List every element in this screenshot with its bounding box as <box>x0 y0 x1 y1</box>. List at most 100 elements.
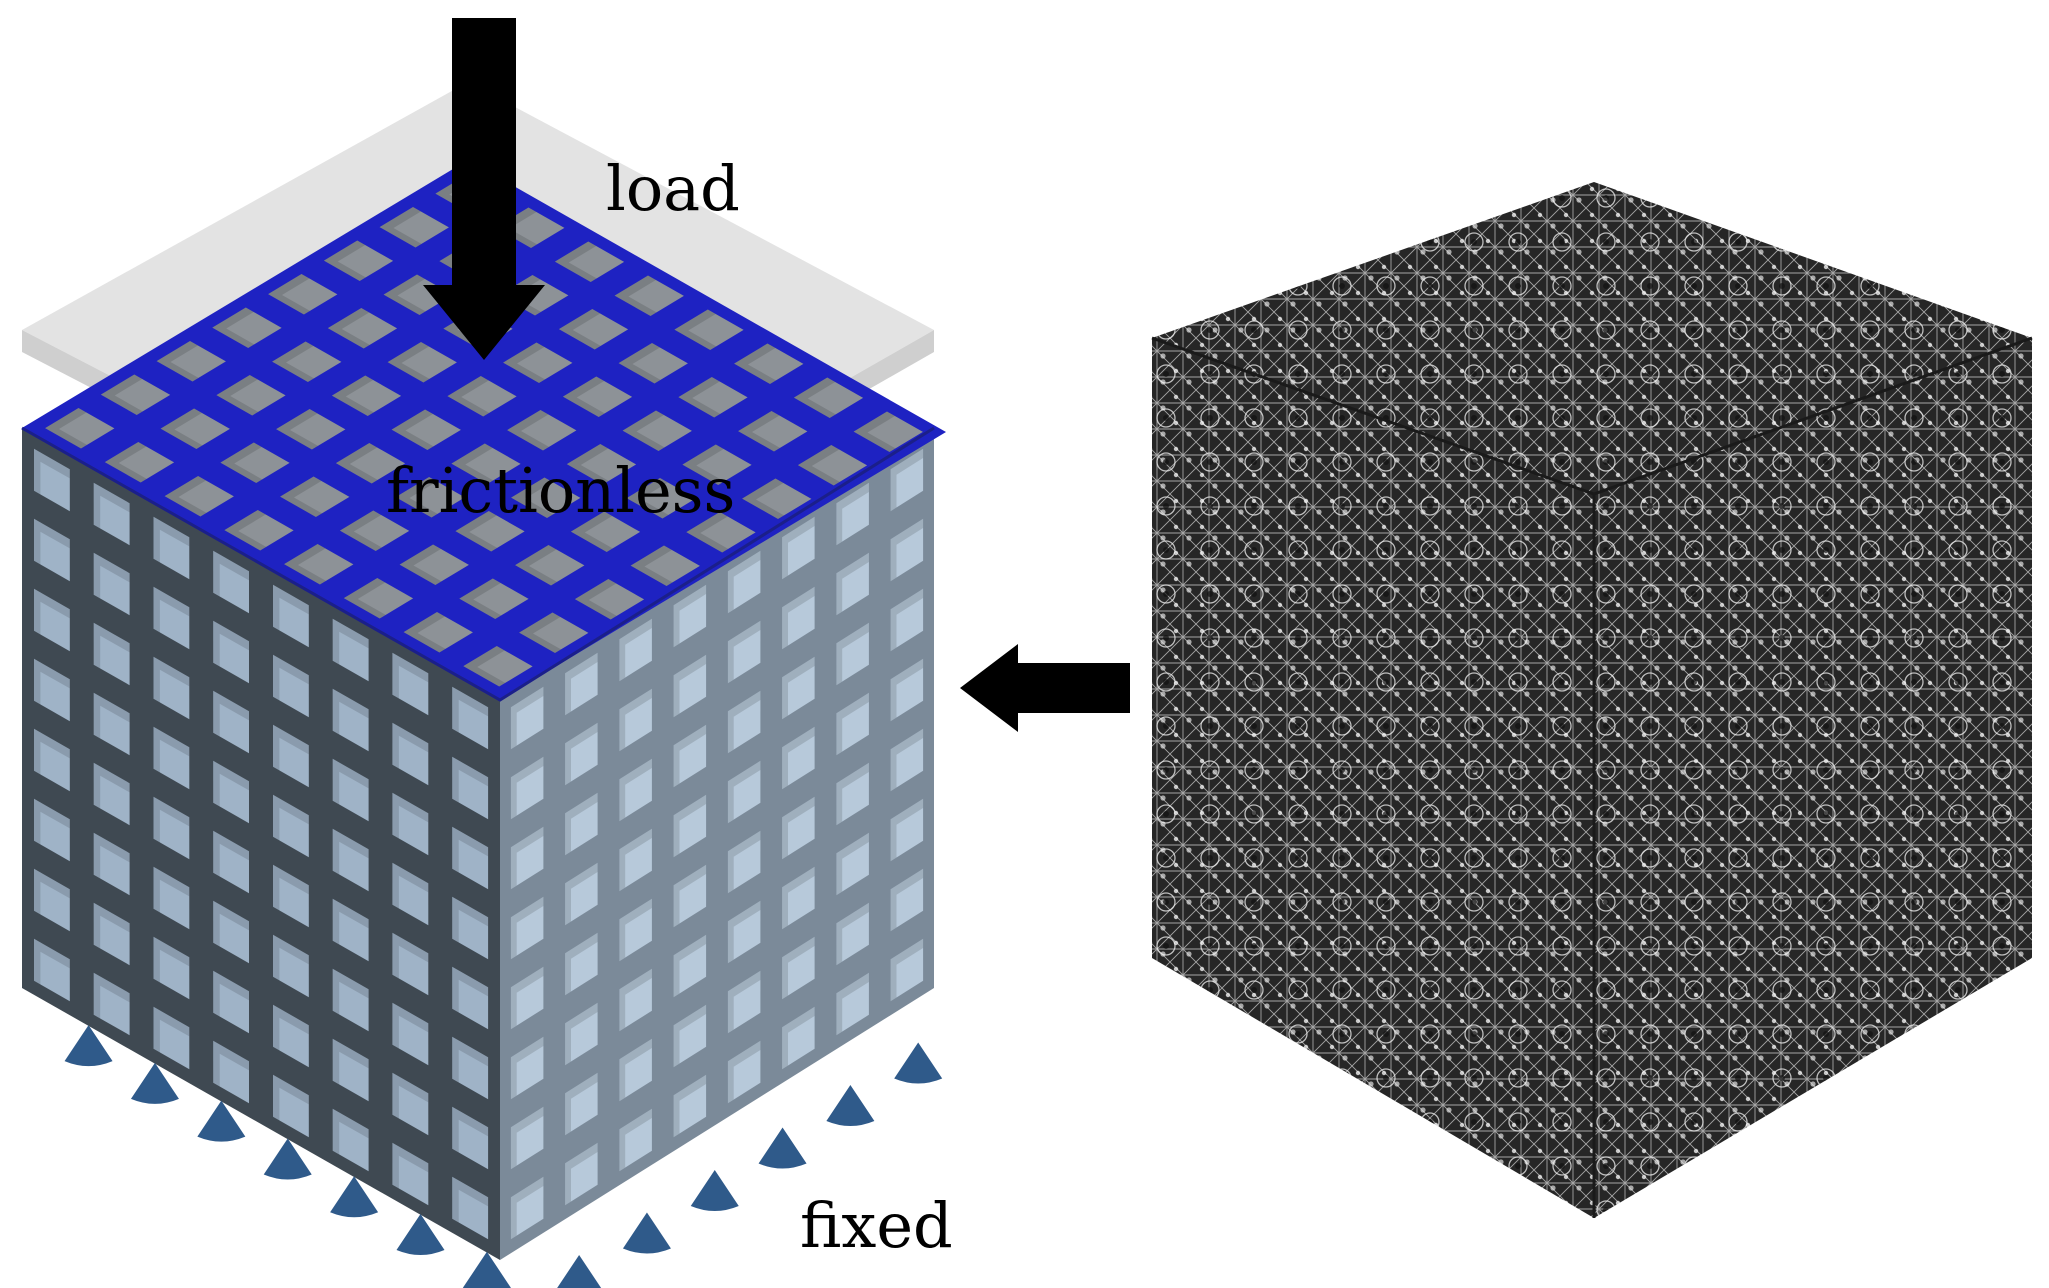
left-face-cell <box>34 448 70 512</box>
left-face-cell-shadow <box>34 868 70 915</box>
right-face-cell-shadow <box>673 864 707 928</box>
top-face-cell <box>379 207 449 248</box>
label-fixed: fixed <box>800 1189 953 1262</box>
left-face-cell <box>452 966 489 1030</box>
right-face-cell <box>565 652 598 716</box>
right-face-cell <box>782 726 815 790</box>
top-face-cell <box>387 342 457 383</box>
right-face-cell-shadow <box>510 896 544 960</box>
left-face-cell-shadow <box>332 828 369 875</box>
right-face-cell <box>673 934 707 998</box>
top-face-cell-shadow <box>738 411 780 452</box>
left-face-cell-shadow <box>153 726 190 773</box>
top-face-cell <box>674 309 744 350</box>
top-face-cell-shadow <box>455 511 498 552</box>
right-face-cell <box>727 830 761 894</box>
label-frictionless: frictionless <box>386 454 735 527</box>
right-face-cell <box>890 588 924 652</box>
top-face-cell-shadow <box>797 445 840 486</box>
top-face-cell-shadow <box>678 377 721 418</box>
right-face-cell-shadow <box>673 794 707 858</box>
right-face-cell <box>782 586 815 650</box>
right-face-cell <box>673 1074 707 1138</box>
right-face-cell-shadow <box>619 688 652 752</box>
left-face-cell <box>452 1176 489 1240</box>
left-face-cell-shadow <box>213 830 249 877</box>
top-face-cell <box>459 578 529 619</box>
top-face-cell <box>515 545 585 586</box>
left-face-cell-shadow <box>153 866 190 913</box>
left-face-cell-shadow <box>332 688 369 735</box>
top-face-cell <box>853 411 923 452</box>
left-face-cell <box>213 620 249 684</box>
right-face-cell-shadow <box>836 482 869 546</box>
left-face-cell <box>332 1108 369 1172</box>
left-face-cell <box>452 1106 489 1170</box>
right-face-cell <box>673 654 707 718</box>
right-face-cell <box>673 724 707 788</box>
left-face-cell <box>332 1038 369 1102</box>
left-face-cell <box>153 1006 190 1070</box>
top-face-cell <box>682 444 752 485</box>
right-face-cell <box>782 516 815 580</box>
left-face-cell-shadow <box>452 1106 489 1153</box>
left-face-cell-shadow <box>452 826 489 873</box>
left-face-cell <box>273 724 309 788</box>
right-face-cell-shadow <box>836 832 869 896</box>
right-face-cell <box>565 1002 598 1066</box>
right-face-cell <box>565 862 598 926</box>
left-face-cell-shadow <box>392 722 429 769</box>
top-face-cell-shadow <box>566 444 609 485</box>
left-face-cell-shadow <box>153 1006 190 1053</box>
left-face-cell-shadow <box>452 686 489 733</box>
top-face-cell-shadow <box>614 275 657 316</box>
left-face-cell <box>392 932 429 996</box>
lattice-right-face <box>500 428 934 1260</box>
left-face-cell-shadow <box>332 618 369 665</box>
top-face-cell-shadow <box>686 512 729 553</box>
left-face-cell <box>392 862 429 926</box>
right-face-cell <box>619 898 652 962</box>
right-face-cell-shadow <box>619 828 652 892</box>
left-face-cell <box>153 936 190 1000</box>
top-face-cell-shadow <box>216 375 259 416</box>
left-face-cell <box>93 972 130 1036</box>
top-face-cell-shadow <box>272 341 314 382</box>
top-face-cell-shadow <box>160 408 203 449</box>
top-face-cell <box>626 478 696 519</box>
right-face-cell-shadow <box>836 902 869 966</box>
top-face-cell <box>507 410 577 451</box>
top-face-cell <box>558 309 629 350</box>
right-face-cell <box>782 866 815 930</box>
left-face-cell-shadow <box>273 864 309 911</box>
left-face-cell-shadow <box>273 1004 309 1051</box>
left-face-cell-shadow <box>93 832 130 879</box>
left-face-cell <box>34 658 70 722</box>
right-face-cell-shadow <box>619 1108 652 1172</box>
left-face-cell-shadow <box>153 936 190 983</box>
left-face-cell-shadow <box>213 900 249 947</box>
left-face-cell <box>452 756 489 820</box>
left-face-cell-shadow <box>273 934 309 981</box>
top-face-cell <box>331 375 402 416</box>
top-face-cell-shadow <box>383 274 426 315</box>
right-face-cell-shadow <box>510 756 544 820</box>
top-face-cell-shadow <box>562 376 605 417</box>
left-face-cell-shadow <box>332 1038 369 1085</box>
left-face-cell-shadow <box>273 794 309 841</box>
right-face-cell <box>836 832 869 896</box>
left-face-cell-shadow <box>153 656 190 703</box>
top-face-cell-shadow <box>276 409 318 450</box>
left-face-cell-shadow <box>93 692 130 739</box>
left-face-cell-shadow <box>213 970 249 1017</box>
top-face-cell <box>686 512 756 553</box>
left-face-cell <box>93 482 130 546</box>
right-face-cell <box>673 584 707 648</box>
top-face-cell <box>156 341 226 382</box>
top-face-cell-shadow <box>682 444 725 485</box>
top-face-cell-shadow <box>268 274 310 315</box>
left-face-cell <box>213 550 249 614</box>
fixed-support-icon <box>826 1085 875 1126</box>
left-face-cell-shadow <box>273 724 309 771</box>
